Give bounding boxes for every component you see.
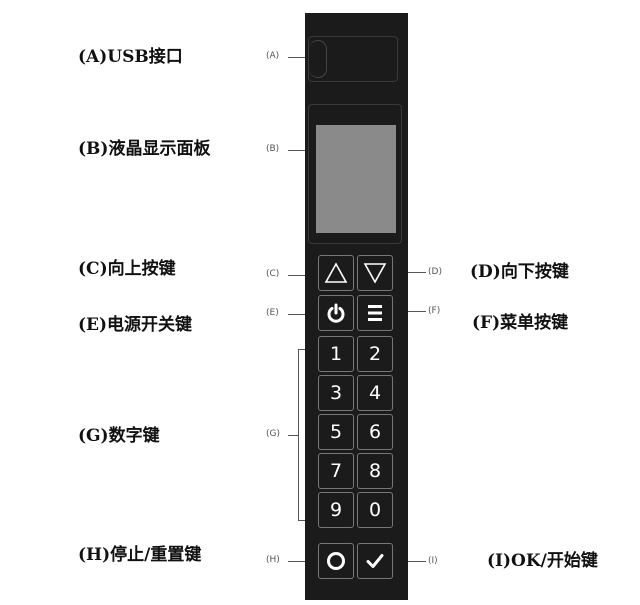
number-key-3[interactable]: 3: [318, 375, 354, 411]
leader-e: [288, 314, 306, 315]
number-key-6[interactable]: 6: [357, 414, 393, 450]
number-key-0[interactable]: 0: [357, 492, 393, 528]
label-up-key: (C)向上按键: [78, 259, 176, 279]
leader-a: [288, 57, 306, 58]
number-key-7[interactable]: 7: [318, 453, 354, 489]
tag-f: (F): [428, 306, 441, 316]
tag-d: (D): [428, 267, 442, 277]
usb-port-tab: [309, 40, 327, 78]
tag-h: (H): [266, 555, 280, 565]
down-key[interactable]: [357, 255, 393, 291]
stop-reset-key[interactable]: [318, 543, 354, 579]
up-key[interactable]: [318, 255, 354, 291]
label-lcd-panel: (B)液晶显示面板: [78, 139, 211, 159]
power-icon: [327, 303, 345, 323]
power-key[interactable]: [318, 295, 354, 331]
number-key-5[interactable]: 5: [318, 414, 354, 450]
leader-b: [288, 150, 306, 151]
ok-start-key[interactable]: [357, 543, 393, 579]
label-menu-key: (F)菜单按键: [472, 313, 569, 333]
label-stop-reset-key: (H)停止/重置键: [78, 545, 202, 565]
number-key-8[interactable]: 8: [357, 453, 393, 489]
tag-a: (A): [266, 51, 280, 61]
label-down-key: (D)向下按键: [470, 262, 569, 282]
bracket-g: [298, 349, 306, 521]
label-power-key: (E)电源开关键: [78, 315, 193, 335]
triangle-up-icon: [324, 262, 348, 283]
leader-g: [288, 435, 298, 436]
tag-c: (C): [266, 269, 280, 279]
leader-c: [288, 275, 306, 276]
leader-d: [408, 272, 426, 273]
circle-icon: [327, 552, 345, 570]
usb-port: [308, 36, 398, 82]
leader-f: [408, 311, 426, 312]
leader-h: [288, 561, 306, 562]
checkmark-icon: [366, 554, 384, 568]
number-key-1[interactable]: 1: [318, 336, 354, 372]
number-key-2[interactable]: 2: [357, 336, 393, 372]
lcd-panel-frame: [308, 104, 402, 244]
menu-icon: [368, 305, 382, 321]
label-number-keys: (G)数字键: [78, 426, 160, 446]
number-key-9[interactable]: 9: [318, 492, 354, 528]
tag-g: (G): [266, 429, 280, 439]
tag-i: (I): [428, 556, 438, 566]
tag-b: (B): [266, 144, 280, 154]
leader-i: [408, 561, 426, 562]
label-usb-port: (A)USB接口: [78, 47, 183, 67]
label-ok-start-key: (I)OK/开始键: [487, 551, 598, 571]
number-key-4[interactable]: 4: [357, 375, 393, 411]
menu-key[interactable]: [357, 295, 393, 331]
tag-e: (E): [266, 308, 279, 318]
lcd-display-panel: [316, 125, 396, 233]
triangle-down-icon: [363, 263, 387, 284]
